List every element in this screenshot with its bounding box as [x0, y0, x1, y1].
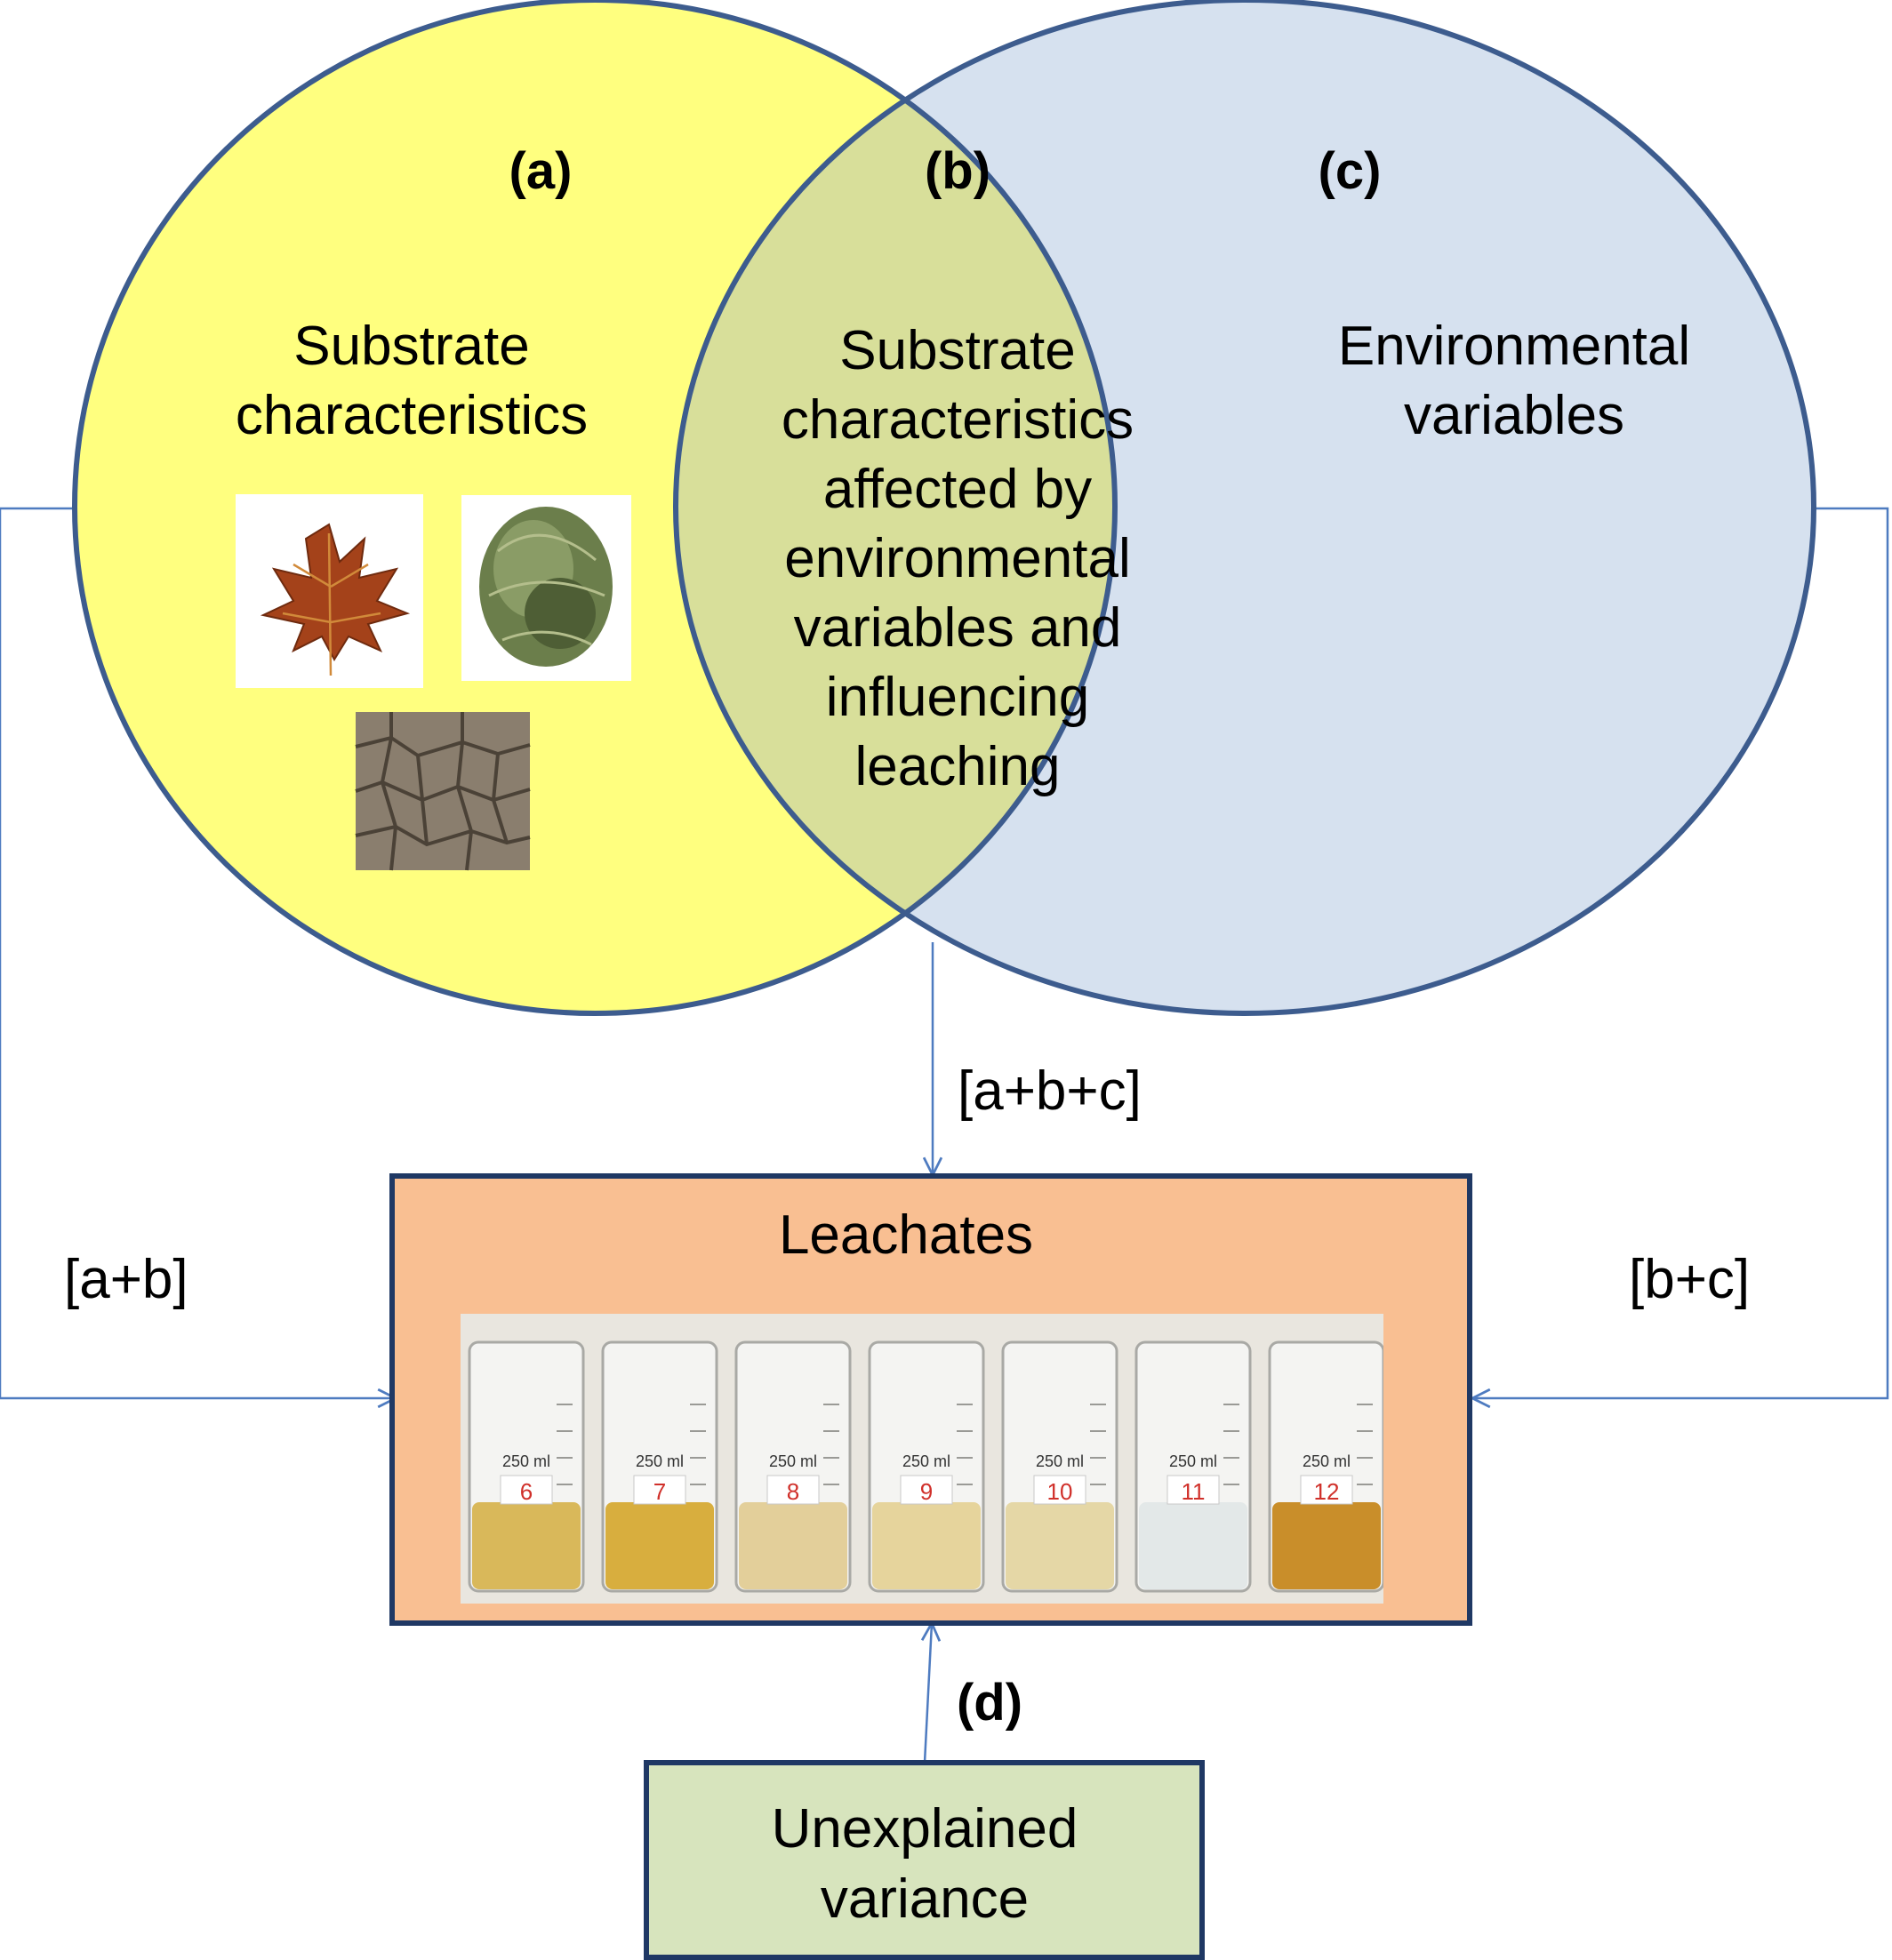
- cracked-soil-image: [355, 712, 531, 871]
- right-arrow-label: [b+c]: [1629, 1249, 1750, 1310]
- beaker-number-label: 8: [787, 1478, 799, 1505]
- beaker-volume-label: 250 ml: [636, 1452, 684, 1470]
- leaf-image: [236, 494, 423, 688]
- svg-text:Substrate: Substrate: [839, 320, 1075, 381]
- set-c-text: Environmental variables: [1338, 316, 1690, 446]
- leachates-title: Leachates: [779, 1204, 1033, 1266]
- beaker-number-label: 12: [1314, 1478, 1340, 1505]
- set-c-label: (c): [1319, 142, 1382, 200]
- set-a-label: (a): [509, 142, 573, 200]
- svg-text:environmental: environmental: [784, 528, 1130, 589]
- connector-bottom: [925, 1623, 932, 1764]
- center-arrow-label: [a+b+c]: [958, 1060, 1142, 1122]
- beaker-number-label: 7: [653, 1478, 666, 1505]
- left-arrow-label: [a+b]: [64, 1249, 188, 1310]
- svg-text:Environmental: Environmental: [1338, 316, 1690, 377]
- svg-text:characteristics: characteristics: [782, 389, 1134, 451]
- unexplained-text: Unexplained variance: [772, 1798, 1078, 1930]
- set-b-label: (b): [925, 142, 990, 200]
- beaker: 12 250 ml: [1268, 1340, 1383, 1593]
- svg-text:variables: variables: [1404, 385, 1624, 446]
- beaker-number-label: 11: [1182, 1478, 1206, 1505]
- unexplained-box: [644, 1760, 1205, 1960]
- connector-left: [0, 507, 396, 1398]
- beaker-volume-label: 250 ml: [502, 1452, 550, 1470]
- beaker: 8 250 ml: [734, 1340, 852, 1593]
- svg-text:characteristics: characteristics: [236, 385, 588, 446]
- svg-text:variables and: variables and: [794, 597, 1122, 659]
- beaker: 6 250 ml: [468, 1340, 585, 1593]
- svg-text:influencing: influencing: [826, 667, 1089, 728]
- beaker: 7 250 ml: [601, 1340, 718, 1593]
- beaker-volume-label: 250 ml: [1036, 1452, 1084, 1470]
- beaker: 11 250 ml: [1134, 1340, 1252, 1593]
- beaker-volume-label: 250 ml: [1169, 1452, 1217, 1470]
- beaker-volume-label: 250 ml: [769, 1452, 817, 1470]
- svg-text:leaching: leaching: [855, 736, 1061, 797]
- svg-text:affected by: affected by: [823, 459, 1092, 520]
- bottom-arrow-label: (d): [957, 1674, 1022, 1732]
- beaker-volume-label: 250 ml: [902, 1452, 950, 1470]
- svg-text:variance: variance: [821, 1868, 1029, 1930]
- connector-right: [1472, 507, 1889, 1398]
- set-b-text: Substrate characteristics affected by en…: [782, 320, 1134, 797]
- intersection-region: [676, 0, 1115, 1013]
- set-a-text: Substrate characteristics: [236, 316, 588, 446]
- beakers-photo: 6 250 ml 7 250 ml 8 250 ml 9 250 ml 10 250 ml 11 25…: [461, 1314, 1383, 1604]
- beaker-volume-label: 250 ml: [1303, 1452, 1351, 1470]
- beaker: 10 250 ml: [1001, 1340, 1118, 1593]
- beaker-number-label: 6: [520, 1478, 533, 1505]
- svg-text:Substrate: Substrate: [293, 316, 529, 377]
- svg-text:Unexplained: Unexplained: [772, 1798, 1078, 1860]
- beaker-number-label: 9: [920, 1478, 933, 1505]
- beaker: 9 250 ml: [868, 1340, 985, 1593]
- grass-bundle-image: [461, 495, 631, 681]
- beaker-number-label: 10: [1047, 1478, 1073, 1505]
